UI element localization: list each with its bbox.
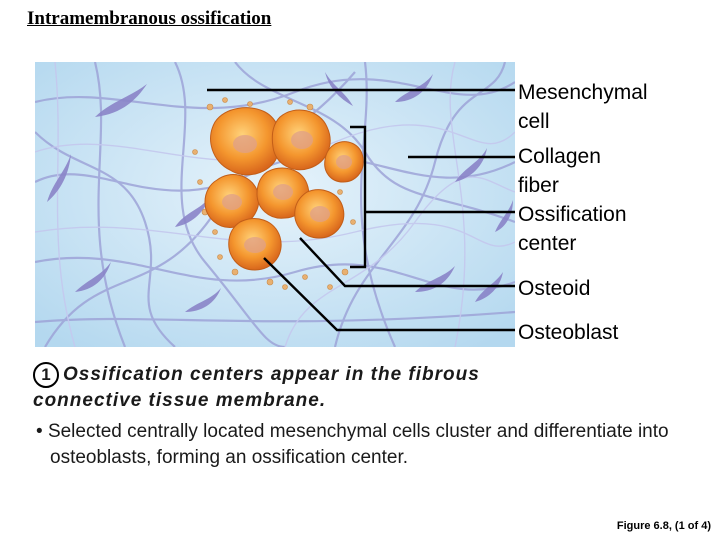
bullet-text: Selected centrally located mesenchymal c… <box>47 421 669 468</box>
step-text-line1: Ossification centers appear in the fibro… <box>63 364 480 385</box>
leader-osteoblast <box>263 257 515 332</box>
ossification-center-bracket <box>350 125 367 269</box>
label-mesenchymal-cell: Mesenchymal cell <box>518 81 648 133</box>
bullet-marker: • <box>36 421 43 442</box>
label-ossification-center: Ossification center <box>518 203 627 255</box>
leader-osteoid <box>299 237 515 288</box>
tissue-illustration <box>35 62 515 347</box>
bullet-point: • Selected centrally located mesenchymal… <box>36 419 690 471</box>
step-number-badge: 1 <box>33 362 59 388</box>
figure-caption: Figure 6.8, (1 of 4) <box>616 520 711 532</box>
label-osteoblast: Osteoblast <box>518 321 619 344</box>
collagen-fibers <box>35 62 515 347</box>
label-collagen-fiber: Collagen fiber <box>518 145 601 197</box>
figure-title: Intramembranous ossification <box>27 8 272 29</box>
label-osteoid: Osteoid <box>518 277 591 300</box>
osteoblast-nuclei <box>222 131 352 253</box>
step-text-line2: connective tissue membrane. <box>33 390 327 411</box>
